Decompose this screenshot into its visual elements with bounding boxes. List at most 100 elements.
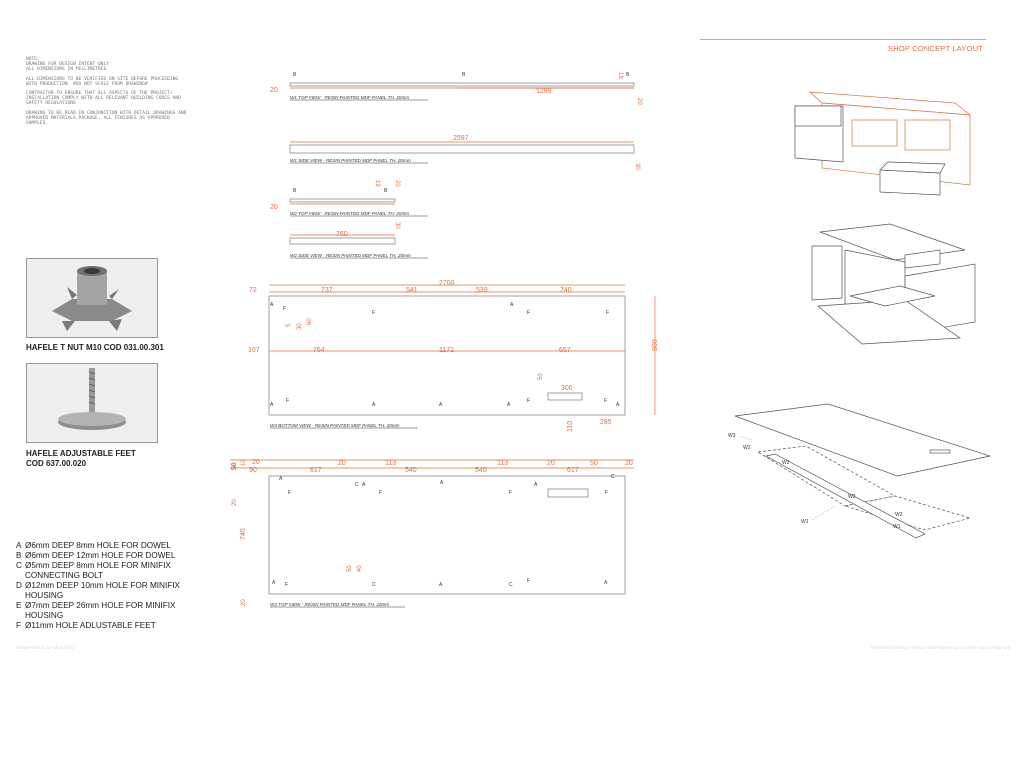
iso-label: W2	[782, 460, 790, 466]
w1-side-dim-height: 30	[634, 163, 640, 170]
w1-top-mark: B	[462, 72, 466, 78]
header-rule	[700, 39, 986, 40]
svg-text:A: A	[372, 402, 376, 408]
w3-bottom-mid-dim: 1172	[439, 347, 454, 354]
w3-top-dim: 50	[231, 462, 238, 470]
svg-text:C: C	[611, 474, 615, 480]
w3-top-left-dim: 20	[232, 499, 238, 506]
tnut-photo	[26, 258, 158, 338]
w3-bottom-small-dim: 50	[538, 373, 544, 380]
w3-top-dim: 540	[475, 467, 487, 474]
w3-top-dim: 617	[567, 467, 579, 474]
w1-top-mark: B	[293, 72, 297, 78]
w3-top-small-dim: 50	[347, 565, 353, 572]
svg-text:A: A	[440, 480, 444, 486]
svg-text:A: A	[439, 402, 443, 408]
iso-label: W2	[848, 494, 856, 500]
svg-text:F: F	[286, 398, 289, 404]
note-line: ALL DIMENSIONS IN MILLIMETRES	[26, 67, 107, 73]
svg-text:F: F	[283, 306, 286, 312]
adjustable-feet-photo	[26, 363, 158, 443]
footer-left: designerstudio.ae Shop 2021	[16, 645, 75, 650]
adjustable-foot-icon	[27, 364, 157, 442]
feet-caption: HAFELE ADJUSTABLE FEET COD 637.00.020	[26, 449, 136, 469]
w1-top-view: 20 1299 19 20 B B B W1 TOP VIEW - RESIN …	[270, 72, 642, 105]
svg-text:F: F	[285, 582, 288, 588]
svg-text:C: C	[372, 582, 376, 588]
svg-text:A: A	[270, 402, 274, 408]
legend-text: HOUSING	[25, 611, 64, 620]
svg-text:A: A	[272, 580, 276, 586]
w3-bottom-mid-dim: 764	[313, 347, 325, 354]
w2-top-mark: B	[384, 188, 388, 194]
svg-text:F: F	[372, 310, 375, 316]
iso-assembled-cabinet	[794, 91, 972, 196]
w3-top-dim: 20	[338, 460, 346, 467]
svg-text:F: F	[527, 578, 530, 584]
w2-side-dim-length: 760	[336, 231, 348, 238]
svg-text:F: F	[379, 490, 382, 496]
w3-bottom-view: 2700 72 737 541 539 740 107 764 1172 657…	[248, 280, 659, 432]
footer-right: Technical Drawing Furniture Drawings Sho…	[870, 645, 1010, 650]
legend-row: HOUSING	[16, 611, 216, 621]
feet-caption-line1: HAFELE ADJUSTABLE FEET	[26, 449, 136, 458]
w3-top-left-dim: 10	[241, 459, 247, 466]
note-line: DRAWING TO BE READ IN CONJUNCTION WITH D…	[26, 110, 187, 127]
w3-top-left-dim: 50	[232, 463, 238, 470]
svg-text:A: A	[362, 482, 366, 488]
w3-bottom-small-dim: 300	[561, 385, 573, 392]
w3-top-small-dim: 40	[357, 565, 363, 572]
w1-top-caption: W1 TOP VIEW - RESIN PAINTED MDF PANEL TH…	[290, 95, 409, 100]
legend-key: F	[16, 621, 22, 630]
svg-text:C: C	[509, 582, 513, 588]
note-line: ALL DIMENSIONS TO BE VERIFIED ON SITE BE…	[26, 76, 179, 87]
w3-bottom-dim-285: 285	[600, 419, 612, 426]
w2-top-mark: B	[293, 188, 297, 194]
w1-top-dim-left: 20	[270, 87, 278, 94]
svg-text:A: A	[510, 302, 514, 308]
w3-top-dim: 617	[310, 467, 322, 474]
w3-top-dim: 20	[252, 459, 260, 466]
w3-bottom-small-dim: 5	[286, 323, 292, 327]
page-title: SHOP CONCEPT LAYOUT	[888, 44, 984, 53]
svg-text:A: A	[604, 580, 608, 586]
legend-key: B	[16, 551, 22, 560]
w3-bottom-dim: 541	[406, 287, 418, 294]
w3-top-dim: 113	[385, 460, 396, 467]
w3-bottom-dim: 72	[249, 287, 257, 294]
svg-text:F: F	[509, 490, 512, 496]
w3-top-dim: 20	[625, 460, 633, 467]
svg-text:A: A	[616, 402, 620, 408]
w3-bottom-mid-dim: 657	[559, 347, 571, 354]
legend-text: Ø5mm DEEP 8mm HOLE FOR MINIFIX	[25, 561, 171, 570]
note-line: DRAWING FOR DESIGN INTENT ONLY	[26, 62, 109, 68]
w2-top-dim-a: 19	[374, 180, 380, 187]
legend-text: Ø12mm DEEP 10mm HOLE FOR MINIFIX	[25, 581, 180, 590]
w3-top-caption: W3 TOP VIEW - RESIN PAINTED MDF PANEL TH…	[270, 602, 389, 607]
w3-top-view: 20 50 90 617 20 113 540 540 113 20 617 5…	[230, 459, 634, 608]
iso-label: W1	[893, 524, 901, 530]
tnut-caption: HAFELE T NUT M10 COD 031.00.301	[26, 343, 164, 352]
w2-side-caption: W2 SIDE VIEW - RESIN PAINTED MDF PANEL T…	[290, 253, 411, 258]
feet-caption-line2: COD 637.00.020	[26, 459, 87, 468]
svg-text:A: A	[507, 402, 511, 408]
w2-side-view: 760 30 W2 SIDE VIEW - RESIN PAINTED MDF …	[289, 222, 428, 259]
w3-bottom-dim: 740	[560, 287, 572, 294]
w1-side-view: 2597 30 W1 SIDE VIEW - RESIN PAINTED MDF…	[289, 135, 640, 170]
w1-side-caption: W1 SIDE VIEW - RESIN PAINTED MDF PANEL T…	[290, 158, 411, 163]
legend-text: Ø6mm DEEP 12mm HOLE FOR DOWEL	[25, 551, 176, 560]
svg-text:F: F	[527, 398, 530, 404]
w2-top-view: 20 19 20 B B W2 TOP VIEW - RESIN PAINTED…	[270, 180, 428, 217]
w3-top-dim: 90	[249, 467, 257, 474]
w3-top-dim: 20	[547, 460, 555, 467]
svg-text:A: A	[439, 582, 443, 588]
w3-top-dim: 540	[405, 467, 417, 474]
svg-text:F: F	[527, 310, 530, 316]
